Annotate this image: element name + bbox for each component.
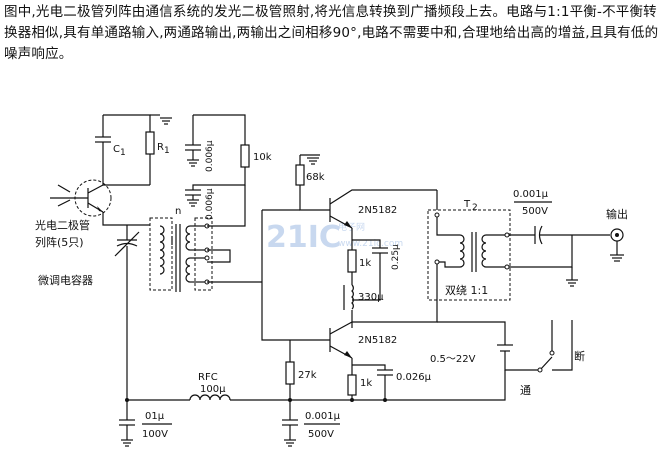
q1-transistor: 2N5182 68k bbox=[207, 154, 437, 341]
r1k-b-label: 1k bbox=[360, 378, 372, 389]
power-supply: 0.5～22V 通 断 bbox=[430, 320, 585, 397]
watermark: 21IC 电子网 www.21ic.com bbox=[266, 220, 403, 255]
output-balun: T 2 双绕 1:1 bbox=[427, 190, 511, 301]
cap-006a-label: 0.006μ bbox=[205, 140, 215, 172]
cap-026-label: 0.026μ bbox=[396, 372, 432, 383]
svg-text:1: 1 bbox=[164, 146, 170, 156]
rfc-value: 100μ bbox=[200, 384, 226, 395]
q1-label: 2N5182 bbox=[358, 205, 397, 216]
balun-label: 双绕 1:1 bbox=[445, 284, 488, 297]
r27k: 27k bbox=[285, 340, 317, 400]
photodiode-label-2: 列阵(5只) bbox=[35, 235, 84, 249]
r1k-a-label: 1k bbox=[359, 258, 371, 269]
trimmer-capacitor: 微调电容器 bbox=[38, 225, 140, 400]
bottom-bus: RFC 100μ 01μ 100V 0.001μ 500V bbox=[119, 370, 506, 447]
q2-label: 2N5182 bbox=[358, 335, 397, 346]
supply-label: 0.5～22V bbox=[430, 354, 476, 365]
output-label: 输出 bbox=[606, 207, 628, 221]
photodiode-array: 光电二极管 列阵(5只) bbox=[35, 179, 150, 249]
cap-bm-value: 0.001μ bbox=[305, 411, 341, 422]
photodiode-label-1: 光电二极管 bbox=[35, 218, 90, 232]
cap-bl-voltage: 100V bbox=[142, 429, 168, 440]
cap-bm-voltage: 500V bbox=[308, 429, 334, 440]
trimmer-label: 微调电容器 bbox=[38, 273, 93, 287]
input-transformer: n bbox=[149, 206, 213, 292]
l330-label: 330μ bbox=[358, 292, 384, 303]
n-label: n bbox=[175, 206, 181, 217]
r10k-label: 10k bbox=[253, 152, 272, 163]
svg-text:1: 1 bbox=[120, 148, 126, 158]
emitter-network: 1k 0.25μ 330μ bbox=[343, 228, 401, 328]
cap-out-voltage: 500V bbox=[522, 206, 548, 217]
watermark-logo: 21IC bbox=[266, 220, 341, 255]
cap-out-value: 0.001μ bbox=[513, 189, 549, 200]
description-text: 图中,光电二极管列阵由通信系统的发光二极管照射,将光信息转换到广播频段上去。电路… bbox=[4, 4, 659, 62]
rfc-label: RFC bbox=[198, 372, 218, 383]
c1-r1-network: C 1 R 1 bbox=[95, 114, 172, 186]
watermark-url: www.21ic.com bbox=[338, 239, 403, 249]
q2-transistor: 2N5182 1k 0.026μ bbox=[329, 300, 438, 400]
switch-off-label: 断 bbox=[574, 349, 585, 363]
r68k-label: 68k bbox=[306, 172, 325, 183]
output-stage: 0.001μ 500V 输出 bbox=[509, 189, 628, 287]
bias-network-top: 0.006μ 0.006μ 10k bbox=[185, 114, 272, 263]
svg-text:2: 2 bbox=[472, 203, 478, 213]
cap-006b-label: 0.006μ bbox=[205, 188, 215, 220]
switch-on-label: 通 bbox=[520, 384, 531, 397]
r1-label: R bbox=[157, 142, 164, 153]
c1-label: C bbox=[113, 144, 120, 155]
t2-label: T bbox=[463, 199, 471, 210]
cap-bl-value: 01μ bbox=[145, 411, 165, 422]
cap-025-label: 0.25μ bbox=[391, 244, 401, 270]
r27k-label: 27k bbox=[298, 370, 317, 381]
